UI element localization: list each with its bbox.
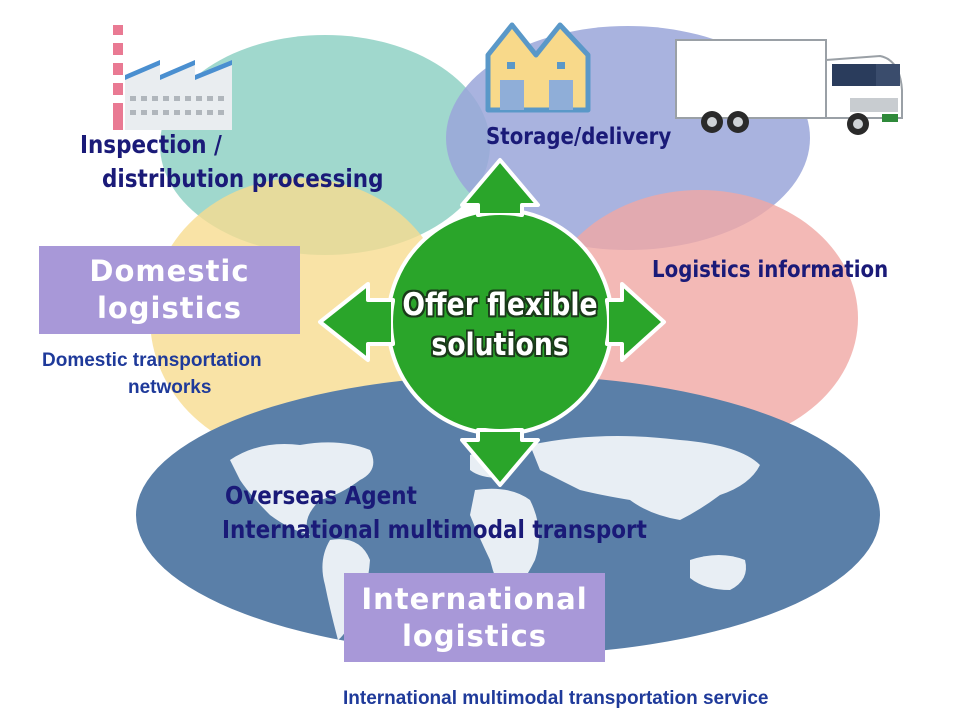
center-solution-text: Offer flexible solutions bbox=[402, 287, 598, 363]
inspection-label-line1: Inspection / bbox=[80, 130, 222, 159]
arrow-down bbox=[460, 428, 540, 487]
arrow-up bbox=[460, 158, 540, 217]
international-logistics-box: International logistics bbox=[344, 573, 605, 662]
international-logistics-label: International logistics bbox=[361, 581, 588, 653]
truck-icon bbox=[675, 39, 903, 135]
logistics-info-label: Logistics information bbox=[652, 257, 889, 283]
domestic-logistics-box: Domestic logistics bbox=[39, 246, 300, 334]
storage-label: Storage/delivery bbox=[486, 124, 672, 150]
overseas-agent-label: Overseas Agent bbox=[225, 481, 417, 510]
domestic-logistics-label: Domestic logistics bbox=[89, 254, 250, 325]
center-arrows bbox=[318, 158, 666, 487]
inspection-label-line2: distribution processing bbox=[102, 164, 384, 193]
domestic-caption-line2: networks bbox=[128, 377, 212, 398]
warehouse-icon bbox=[485, 22, 591, 113]
factory-icon bbox=[113, 25, 232, 130]
arrow-left bbox=[318, 282, 395, 362]
domestic-caption-line1: Domestic transportation bbox=[42, 350, 262, 371]
multimodal-transport-label: International multimodal transport bbox=[222, 515, 647, 544]
international-caption: International multimodal transportation … bbox=[343, 688, 769, 709]
arrow-right bbox=[605, 282, 666, 362]
